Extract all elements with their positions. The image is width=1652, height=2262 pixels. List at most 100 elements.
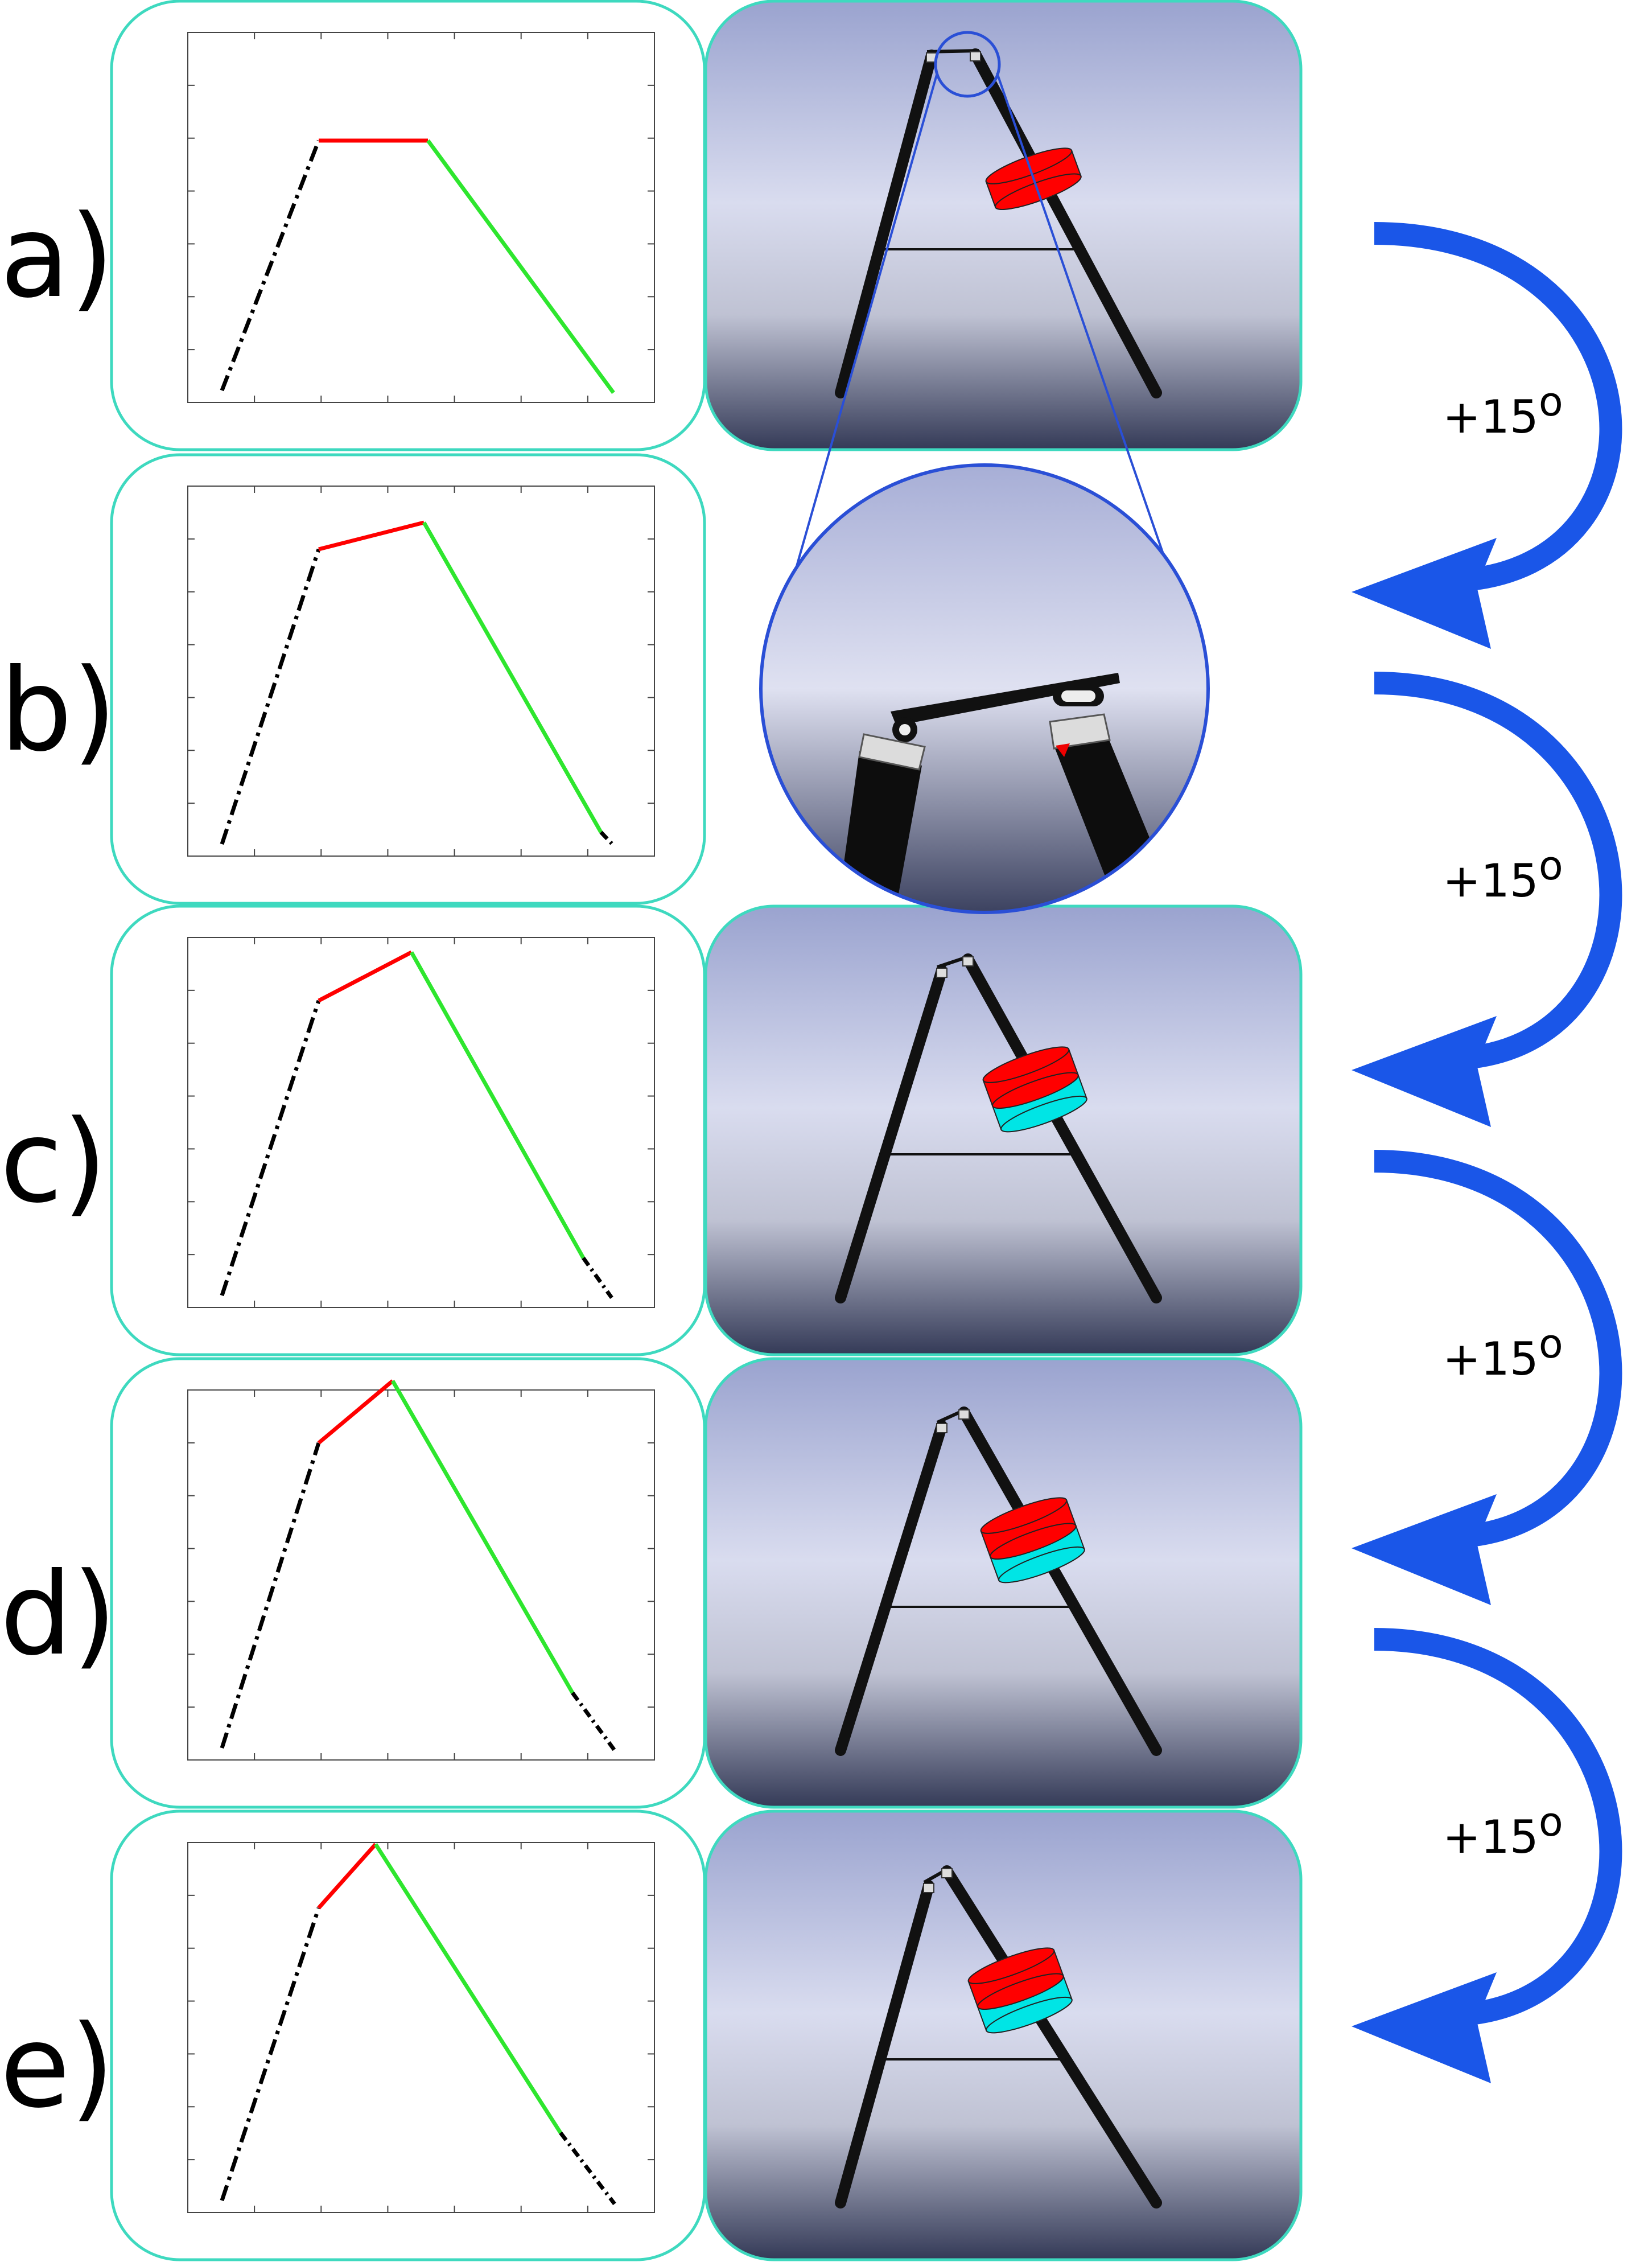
angle-value: +15 — [1443, 1332, 1539, 1385]
plot-panel — [110, 453, 706, 905]
curved-arrow-icon: +15o — [1352, 1628, 1622, 2083]
magnet — [982, 1046, 1087, 1133]
left-leg — [835, 965, 947, 1303]
top-segment — [318, 520, 425, 552]
top-segment — [318, 950, 413, 1003]
zoom-right-tube — [1053, 734, 1161, 888]
degree-symbol: o — [1539, 379, 1563, 425]
magnet-red-edge — [991, 1072, 1079, 1109]
tail-segment — [599, 830, 613, 845]
magnet — [980, 1497, 1085, 1584]
top-segment — [317, 1379, 394, 1445]
degree-symbol: o — [1539, 1799, 1563, 1845]
arrow-shaft — [1374, 672, 1622, 1070]
magnet-top-face — [980, 1497, 1068, 1534]
magnet-top-face — [967, 1947, 1055, 1984]
leg-segment — [426, 139, 615, 394]
angle-label: +15o — [1443, 1321, 1563, 1385]
angle-label: +15o — [1443, 379, 1563, 443]
base-segment — [220, 1907, 321, 2202]
magnet-red-edge — [977, 1973, 1064, 2010]
arrow-head — [1352, 1494, 1497, 1605]
right-leg — [958, 1406, 1162, 1756]
joint-cap — [941, 1868, 953, 1878]
tail-segment — [582, 1256, 613, 1299]
left-leg — [835, 1420, 947, 1756]
zoom-detail — [759, 31, 1210, 914]
plot-panel — [110, 0, 706, 451]
zoom-content — [761, 465, 1208, 912]
plot-axes — [187, 486, 655, 857]
zoom-slot-inner — [1061, 690, 1095, 702]
joint-cap — [970, 51, 981, 61]
arrow-head — [1352, 1016, 1497, 1127]
leg-segment — [409, 951, 586, 1259]
hinge-link — [926, 49, 979, 54]
magnet — [967, 1947, 1073, 2034]
figure-row: c) — [0, 904, 1303, 1356]
joint-cap — [958, 1409, 970, 1420]
figure-row: e) — [0, 1809, 1303, 2261]
zoom-circle-border — [759, 463, 1210, 914]
render-panel — [704, 1809, 1303, 2261]
row-label: c) — [0, 1096, 107, 1228]
figure-row: d) — [0, 1357, 1303, 1809]
base-segment — [220, 548, 321, 845]
base-segment — [220, 1442, 321, 1749]
leg-segment — [422, 521, 603, 833]
plot-panel — [110, 1357, 706, 1809]
arrow-shaft — [1374, 1628, 1622, 2026]
zoom-right-cap — [1049, 713, 1111, 750]
row-label: e) — [0, 2001, 114, 2133]
render-panel — [704, 0, 1303, 451]
base-segment — [220, 139, 321, 392]
row-label: b) — [0, 644, 117, 777]
plot-axes — [187, 1389, 655, 1761]
right-leg — [970, 48, 1162, 398]
curved-arrow-icon: +15o — [1352, 672, 1622, 1127]
magnet-cyan-bottom — [1000, 1095, 1087, 1133]
base-segment — [220, 1000, 321, 1297]
degree-symbol: o — [1539, 842, 1563, 889]
figure-row: a) — [0, 0, 1303, 451]
zoom-red-mark — [1056, 743, 1070, 757]
tail-segment — [559, 2131, 616, 2206]
right-leg — [962, 953, 1162, 1303]
angle-value: +15 — [1443, 854, 1539, 907]
arrow-head — [1352, 538, 1497, 649]
magnet-cyan-bottom — [998, 1546, 1085, 1584]
angle-label: +15o — [1443, 842, 1563, 907]
angle-value: +15 — [1443, 390, 1539, 443]
zoom-left-cap — [858, 733, 926, 771]
zoom-connector-left — [773, 72, 938, 647]
angle-value: +15 — [1443, 1811, 1539, 1864]
zoom-hinge-left-pin — [899, 724, 911, 735]
left-leg — [835, 50, 937, 398]
magnet-red-edge — [989, 1523, 1077, 1560]
left-leg — [835, 1880, 934, 2208]
leg-segment — [390, 1380, 575, 1694]
row-label: d) — [0, 1548, 117, 1681]
curved-arrow-icon: +15o — [1352, 1150, 1622, 1605]
plot-panel — [110, 904, 706, 1356]
arrow-shaft — [1374, 222, 1622, 592]
plot-panel — [110, 1809, 706, 2261]
right-leg — [941, 1865, 1162, 2208]
plot-axes — [187, 937, 655, 1308]
plot-axes — [187, 1842, 655, 2213]
angle-label: +15o — [1443, 1799, 1563, 1864]
plot-axes — [187, 32, 655, 403]
top-segment — [317, 1842, 377, 1910]
joint-cap — [936, 1423, 947, 1433]
arrow-shaft — [1374, 1150, 1622, 1548]
degree-symbol: o — [1539, 1321, 1563, 1367]
arrow-head — [1352, 1972, 1497, 2083]
joint-cap — [923, 1883, 934, 1893]
curved-arrow-icon: +15o — [1352, 222, 1622, 649]
magnet-top-face — [982, 1046, 1070, 1083]
joint-cap — [962, 956, 974, 967]
leg-segment — [374, 1843, 562, 2134]
zoom-source-circle — [934, 31, 1001, 98]
row-label: a) — [0, 191, 114, 323]
